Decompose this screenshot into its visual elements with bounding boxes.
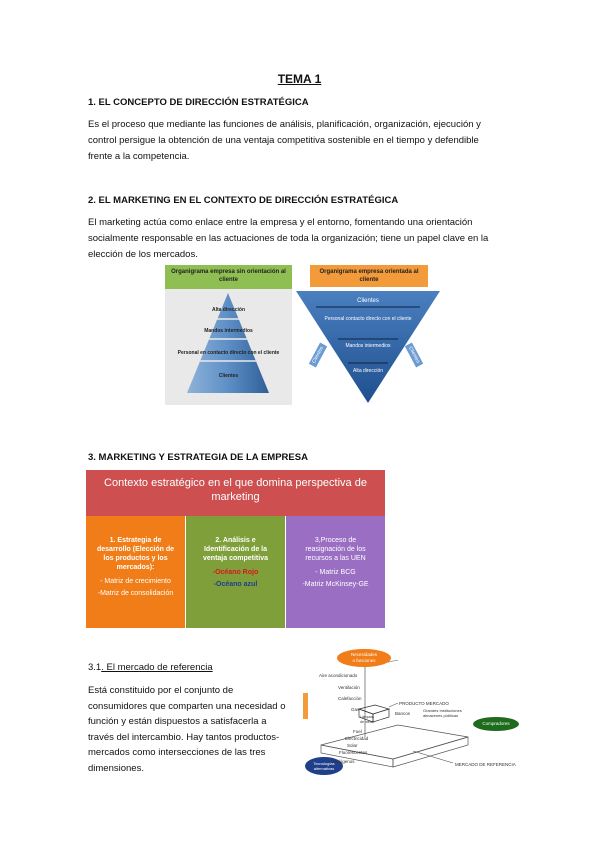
org-chart-customer-oriented: Organigrama empresa orientada al cliente… bbox=[296, 265, 440, 405]
text-line: consumidores que comparten una necesidad… bbox=[88, 700, 286, 712]
strategy-box-1: 1. Estrategia de desarrollo (Elección de… bbox=[86, 516, 185, 628]
text-line: socialmente responsable en las actuacion… bbox=[88, 233, 489, 244]
node-line: alternativas bbox=[313, 766, 335, 771]
tech-label: Fluorescentes bbox=[339, 750, 368, 755]
box-item: -Matriz McKinsey-GE bbox=[302, 581, 369, 588]
inverted-pyramid-shape bbox=[296, 291, 440, 403]
reference-market-label: MERCADO DE REFERENCIA bbox=[455, 762, 516, 767]
section-1-paragraph: Es el proceso que mediante las funciones… bbox=[88, 117, 514, 165]
text-line: dimensiones. bbox=[88, 762, 144, 774]
strategy-diagram: Contexto estratégico en el que domina pe… bbox=[86, 470, 385, 628]
subsection-3-1-paragraph: Está constituido por el conjunto de cons… bbox=[88, 683, 302, 776]
banner-line: marketing bbox=[211, 491, 260, 503]
text-line: elección de los mercados. bbox=[88, 249, 198, 260]
inverted-level: Clientes bbox=[357, 298, 379, 304]
pyramid-level: Personal en contacto directo con el clie… bbox=[177, 350, 280, 356]
tech-label: Halógenos bbox=[333, 759, 355, 764]
banner-line: Contexto estratégico en el que domina pe… bbox=[104, 477, 367, 489]
strategy-banner: Contexto estratégico en el que domina pe… bbox=[86, 470, 385, 516]
box-title-line: recursos a las UEN bbox=[305, 555, 366, 562]
box-item: -Matriz de consolidación bbox=[97, 590, 174, 597]
text-line: mercados como intersecciones de las tres bbox=[88, 747, 266, 758]
box-title-line: 2. Análisis e bbox=[215, 537, 256, 544]
box-item: -Océano Rojo bbox=[212, 569, 259, 576]
node-line: Tecnologías bbox=[313, 761, 335, 766]
technology-node: Tecnologías alternativas bbox=[305, 757, 343, 775]
inverted-level: Mandos intermedios bbox=[345, 343, 391, 349]
box-item: - Matriz BCG bbox=[315, 569, 356, 576]
needs-node: Necesidades o funciones bbox=[337, 649, 391, 667]
text-line: función y están dispuestos a satisfacerl… bbox=[88, 716, 267, 727]
page-title: TEMA 1 bbox=[277, 72, 322, 86]
subsection-3-1-heading: 3.1. El mercado de referencia bbox=[88, 662, 213, 673]
org-chart-customer-header: Organigrama empresa orientada al cliente bbox=[310, 265, 428, 287]
section-2-heading: 2. EL MARKETING EN EL CONTEXTO DE DIRECC… bbox=[88, 195, 399, 206]
tech-label: Fuel bbox=[353, 729, 362, 734]
section-2-paragraph: El marketing actúa como enlace entre la … bbox=[88, 215, 514, 263]
text-line: Es el proceso que mediante las funciones… bbox=[88, 119, 481, 130]
pyramid-level: Alta dirección bbox=[211, 307, 246, 313]
buyer-label: almacenes públicas bbox=[423, 713, 459, 718]
tech-label: Gas bbox=[351, 707, 360, 712]
text-line: frente a la competencia. bbox=[88, 151, 190, 162]
subsection-number: 3.1 bbox=[88, 662, 102, 673]
box-item: - Matriz de crecimiento bbox=[100, 578, 171, 585]
pyramid-level: Clientes bbox=[218, 373, 239, 379]
text-line: Está constituido por el conjunto de bbox=[88, 685, 234, 696]
org-chart-traditional-header: Organigrama empresa sin orientación al c… bbox=[165, 265, 292, 289]
box-item: -Océano azul bbox=[213, 581, 258, 588]
text-line: El marketing actúa como enlace entre la … bbox=[88, 217, 473, 228]
tech-label: Solar bbox=[347, 743, 358, 748]
org-chart-traditional: Organigrama empresa sin orientación al c… bbox=[165, 265, 292, 405]
header-line: cliente bbox=[218, 277, 238, 283]
pyramid-shape bbox=[187, 293, 269, 393]
node-line: o funciones bbox=[352, 658, 376, 663]
box-title-line: ventaja competitiva bbox=[203, 555, 268, 562]
header-line: Organigrama empresa sin orientación al bbox=[171, 269, 286, 275]
box-title-line: desarrollo (Elección de bbox=[96, 546, 175, 553]
box-title-line: 1. Estrategia de bbox=[109, 537, 162, 544]
node-line: Necesidades bbox=[350, 652, 377, 657]
box-title-line: mercados): bbox=[116, 564, 155, 571]
buyers-node: Compradores bbox=[473, 717, 519, 731]
section-1-heading: 1. EL CONCEPTO DE DIRECCIÓN ESTRATÉGICA bbox=[88, 97, 309, 108]
box-title-line: 3,Proceso de bbox=[314, 537, 357, 544]
box-title-line: Identificación de la bbox=[203, 546, 267, 553]
box-title-line: reasignación de los bbox=[305, 546, 366, 553]
strategy-box-3: 3,Proceso de reasignación de los recurso… bbox=[286, 516, 385, 628]
subsection-title: . El mercado de referencia bbox=[101, 662, 213, 673]
text-line: control persigue la obtención de una ven… bbox=[88, 135, 479, 146]
buyer-label: Bancos bbox=[395, 711, 411, 716]
function-label: Calefacción bbox=[338, 696, 362, 701]
buyer-label: Grandes Instituciones bbox=[423, 708, 462, 713]
box-title-line: los productos y los bbox=[103, 555, 168, 562]
product-market-label: PRODUCTO MERCADO bbox=[399, 701, 449, 706]
tech-label: Electricidad bbox=[345, 736, 369, 741]
strategy-box-2: 2. Análisis e Identificación de la venta… bbox=[186, 516, 285, 628]
market-reference-diagram: Necesidades o funciones Compradores Tecn… bbox=[303, 645, 528, 777]
inverted-level: Personal contacto directo con el cliente bbox=[324, 316, 412, 322]
text-line: través del intercambio. Hay tantos produ… bbox=[88, 731, 280, 743]
function-label: Aire acondicionado bbox=[319, 673, 358, 678]
market-cube-lines bbox=[303, 659, 469, 768]
pyramid-level: Mandos intermedios bbox=[204, 328, 253, 334]
buyer-label: Lámpara de mesa bbox=[360, 715, 374, 724]
inverted-level: Alta dirección bbox=[352, 368, 383, 374]
function-label: Ventilación bbox=[338, 685, 360, 690]
section-3-heading: 3. MARKETING Y ESTRATEGIA DE LA EMPRESA bbox=[88, 452, 308, 463]
